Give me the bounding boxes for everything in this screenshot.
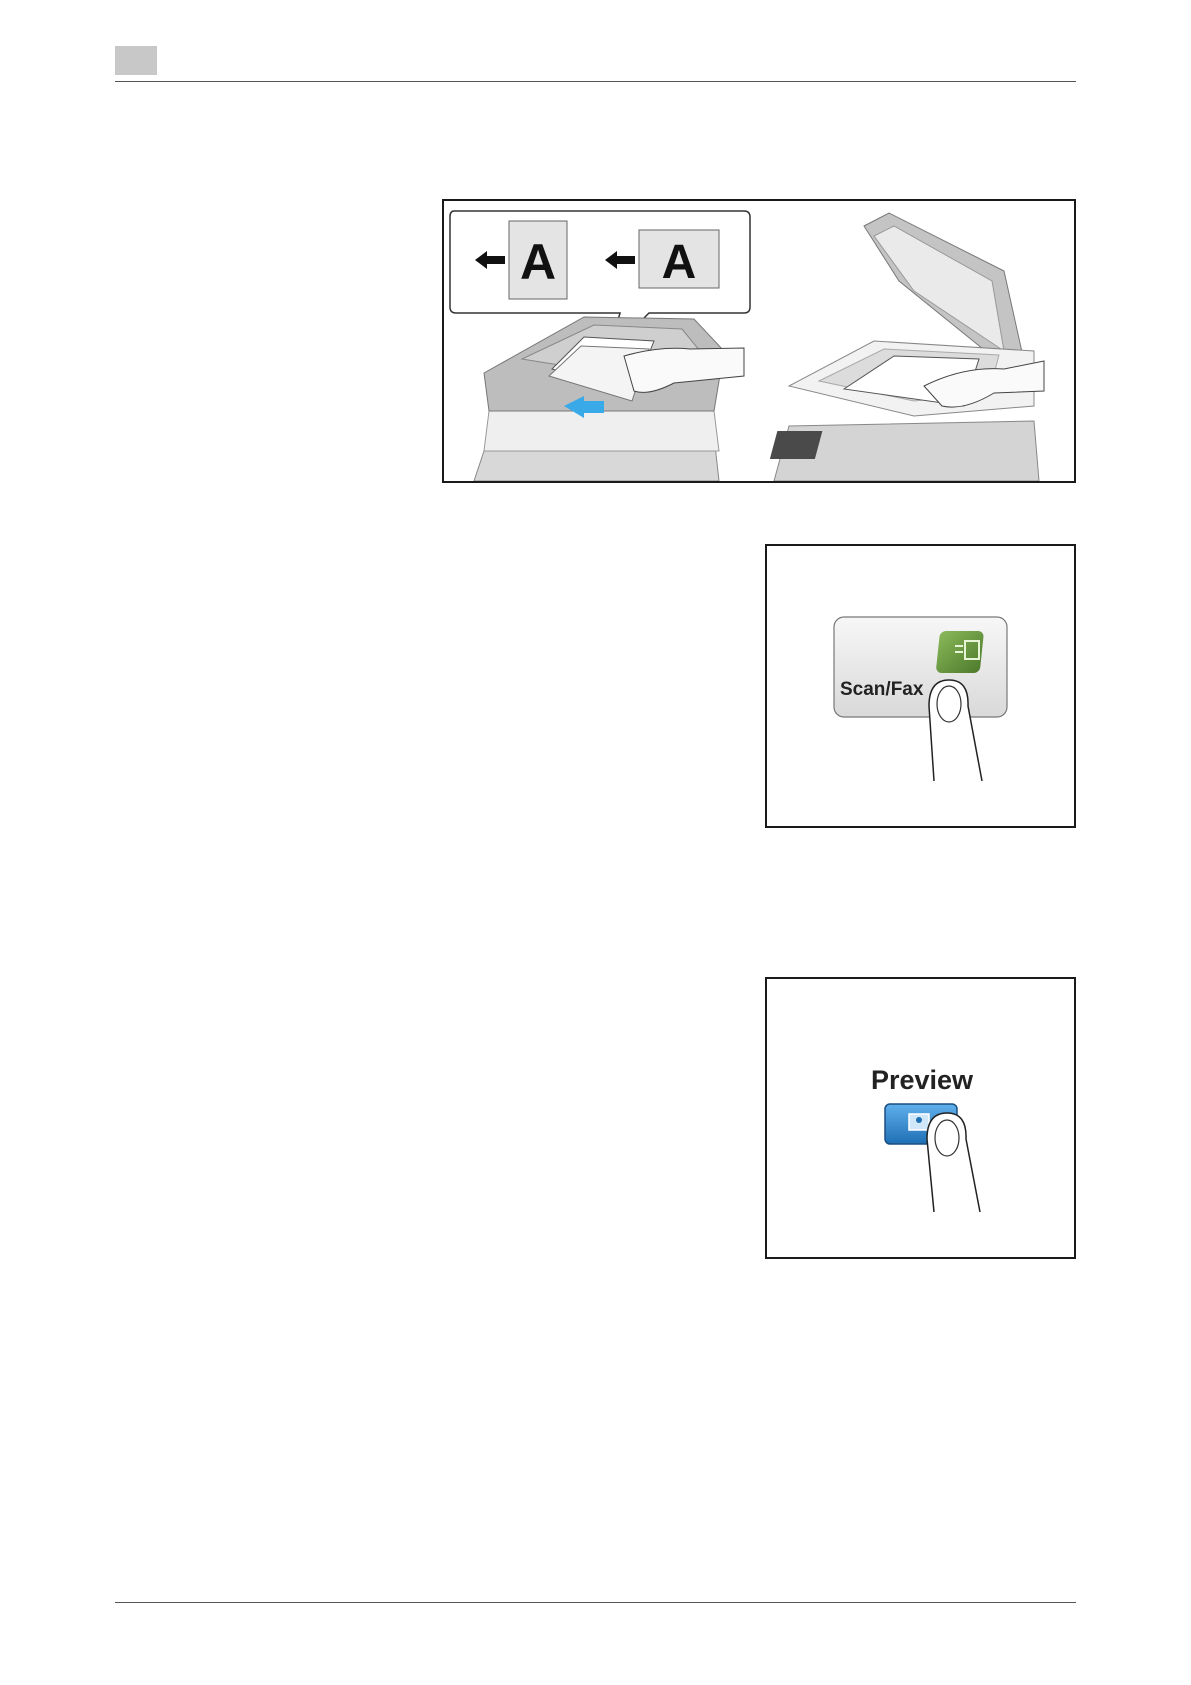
load-originals-illustration: A A: [444, 201, 1074, 481]
original-glyph-right: A: [662, 236, 697, 289]
figure-load-originals: A A: [442, 199, 1076, 483]
scan-fax-label: Scan/Fax: [840, 679, 924, 700]
preview-image-icon: [909, 1114, 929, 1130]
chapter-tab: [115, 46, 157, 75]
original-glyph-left: A: [520, 234, 556, 290]
platen-machine-illustration: [770, 213, 1044, 481]
footer-rule: [115, 1602, 1076, 1603]
scan-fax-illustration: Scan/Fax: [767, 546, 1074, 826]
pointing-finger-icon: [927, 1113, 980, 1212]
figure-press-preview: Preview: [765, 977, 1076, 1259]
preview-label: Preview: [871, 1065, 974, 1095]
scan-fax-document-icon: [936, 631, 984, 673]
adf-machine-illustration: [474, 317, 744, 481]
preview-illustration: Preview: [767, 979, 1074, 1257]
figure-press-scan-fax: Scan/Fax: [765, 544, 1076, 828]
header-rule: [115, 81, 1076, 82]
